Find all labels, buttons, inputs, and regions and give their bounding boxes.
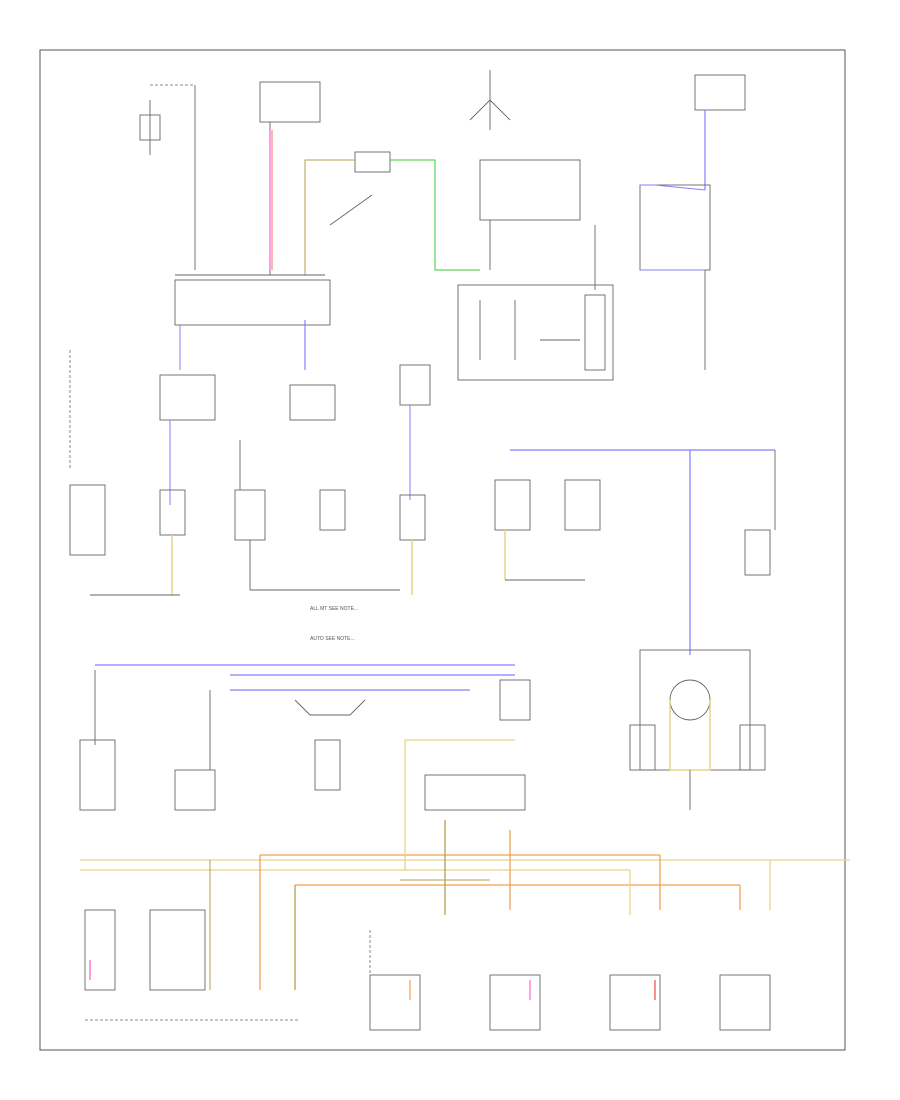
middle-left-switches [69,350,216,596]
main-bus-top [174,274,331,370]
diagram-frame [39,49,846,1051]
hot-in-run-fuse [469,70,596,290]
top-left-fuse-group [139,84,196,270]
lower-color-bus [80,739,850,990]
lower-left-modules [79,670,526,811]
top-right-fuse [639,74,746,370]
middle-switch-group-2 [234,384,400,591]
dome-unit-right [629,649,766,810]
right-bus-blue [494,449,776,655]
hot-at-all-times-fuse [259,81,321,275]
callout-2: AUTO SEE NOTE... [310,636,355,642]
middle-switch-group-3 [399,364,431,595]
relay-top-center [304,151,480,275]
control-module-block [457,284,614,381]
callout-notes: ALL MT SEE NOTE... AUTO SEE NOTE... [310,606,358,642]
bottom-row-components [84,909,771,1031]
lower-blue-bus [95,664,531,721]
callout-1: ALL MT SEE NOTE... [310,606,358,612]
